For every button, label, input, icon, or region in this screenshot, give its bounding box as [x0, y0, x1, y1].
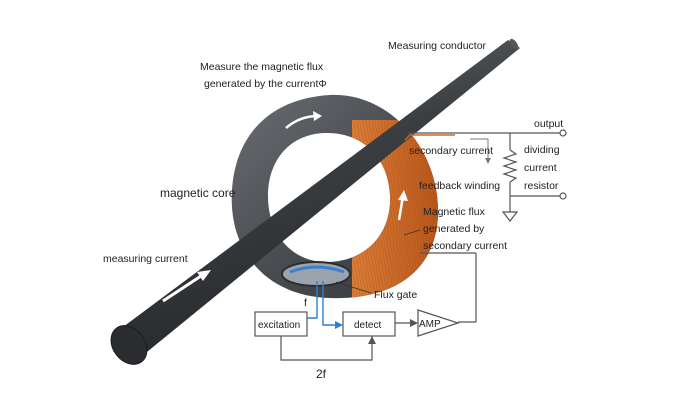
- excitation-box: [254, 311, 308, 337]
- label-measure-flux-1: Measure the magnetic flux: [200, 61, 324, 73]
- label-mag-flux-3: secondary current: [423, 240, 507, 252]
- secondary-flux-arrowhead: [398, 190, 408, 201]
- conductor-far-cap: [509, 38, 519, 50]
- secondary-current-arrowhead: [485, 158, 491, 164]
- label-magnetic-core: magnetic core: [160, 186, 236, 200]
- measuring-conductor-rod: [115, 40, 520, 356]
- label-2f: 2f: [316, 367, 327, 381]
- label-detect: detect: [354, 320, 381, 331]
- leader-lines: [335, 229, 421, 294]
- conductor-end-cap: [110, 325, 148, 365]
- output-terminal-top: [559, 129, 567, 137]
- core-flux-arrowhead: [313, 111, 322, 121]
- label-amp: AMP: [419, 319, 441, 330]
- ground-symbol: [501, 211, 519, 222]
- winding-lead-wire: [404, 134, 455, 141]
- label-dividing-3: resistor: [524, 180, 559, 192]
- label-f: f: [304, 297, 307, 309]
- label-mag-flux-2: generated by: [423, 223, 485, 235]
- gate-to-detect-arrowhead: [335, 321, 343, 329]
- flux-gate-signal-lines: [307, 281, 337, 326]
- label-measuring-conductor: Measuring conductor: [388, 40, 487, 52]
- label-secondary-current: secondary current: [409, 145, 493, 157]
- label-mag-flux-1: Magnetic flux: [423, 206, 486, 218]
- label-feedback-winding: feedback winding: [419, 180, 500, 192]
- control-wiring: [280, 322, 412, 361]
- label-dividing-2: current: [524, 162, 557, 174]
- label-measuring-current: measuring current: [103, 253, 188, 265]
- label-flux-gate: Flux gate: [374, 289, 417, 301]
- label-output: output: [534, 118, 563, 130]
- detect-box: [342, 311, 396, 337]
- label-dividing-1: dividing: [524, 144, 560, 156]
- label-excitation: excitation: [258, 320, 300, 331]
- label-measure-flux-2: generated by the currentΦ: [204, 78, 327, 90]
- detect-to-amp-arrowhead: [410, 319, 418, 327]
- measuring-current-arrow: [162, 274, 202, 303]
- measuring-current-arrowhead: [197, 270, 211, 281]
- output-circuit: [408, 132, 560, 323]
- flux-gate-sensor: [289, 265, 345, 274]
- output-terminal-bottom: [559, 192, 567, 200]
- two-f-arrowhead: [368, 336, 376, 344]
- feedback-winding-coil: [352, 120, 439, 298]
